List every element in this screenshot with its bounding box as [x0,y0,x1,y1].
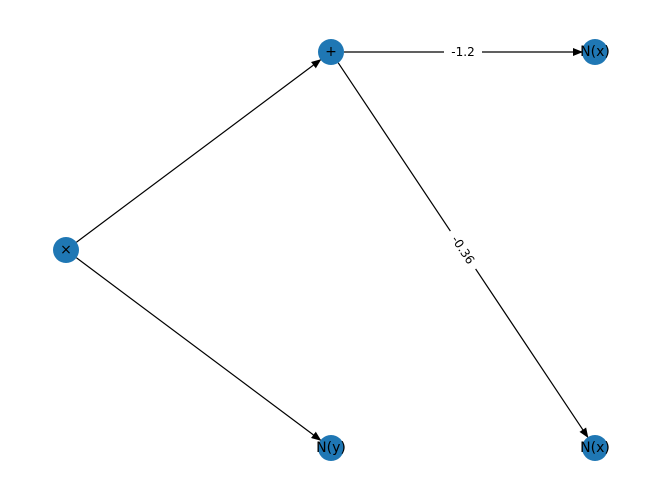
node-label: N(x) [580,440,610,456]
node-add: + [318,39,344,65]
node-circle [318,39,344,65]
node-label: N(y) [316,440,346,456]
edge-labels-layer: -1.2 -0.36 [443,44,483,274]
edge-mul-ny [76,257,322,441]
node-mul: × [53,237,79,263]
node-ny: N(y) [316,435,346,461]
node-circle [53,237,79,263]
edge-mul-add [76,59,322,243]
edge-label-background [444,44,482,60]
edge-weight-text: -1.2 [451,45,474,59]
node-circle [318,435,344,461]
edge-label-add-nx2: -0.36 [443,226,483,274]
node-nx2: N(x) [580,435,610,461]
edge-label-background [443,226,483,274]
nodes-layer: × + N(x) N(y) N(x) [53,39,610,461]
edge-weight-text: -0.36 [449,233,478,267]
edges-layer [76,48,589,441]
node-label: × [60,242,72,258]
edge-label-add-nx1: -1.2 [444,44,482,60]
node-label: N(x) [580,44,610,60]
node-label: + [325,44,337,60]
node-nx1: N(x) [580,39,610,65]
node-circle [582,39,608,65]
node-circle [582,435,608,461]
